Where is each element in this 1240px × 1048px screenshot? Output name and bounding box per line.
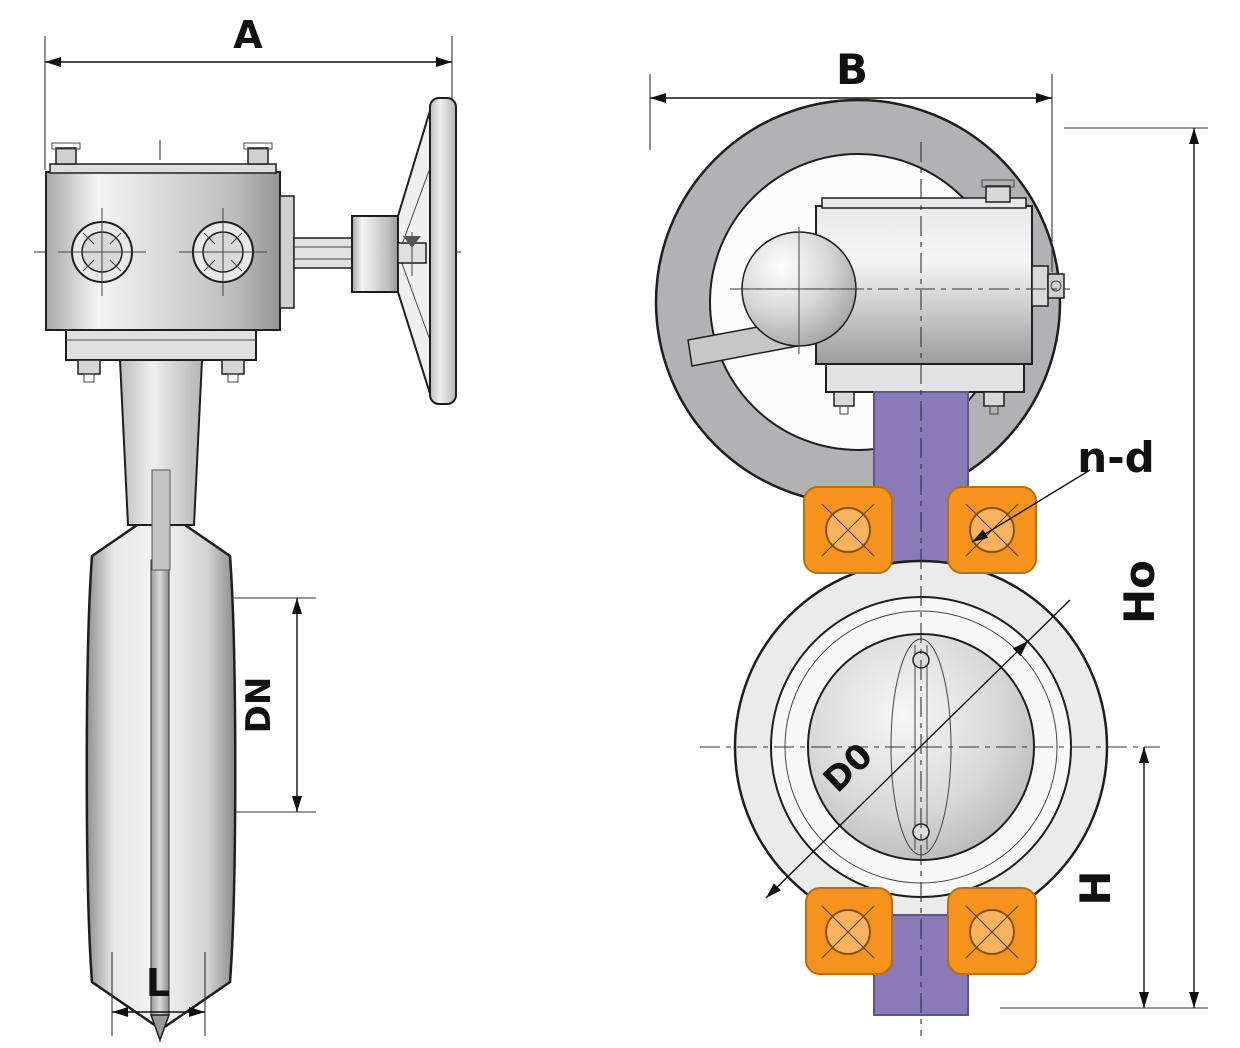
d0-arrowhead [1012,641,1028,657]
flange-nut-right [227,373,239,383]
gearbox-side-plate [279,195,295,309]
gearbox-top-bolt-right [247,147,269,165]
disc-edge-side [150,559,170,1016]
lug-hole-bottom-left [821,905,875,959]
dim-a-label: A [233,13,263,57]
dimension-b: B [649,45,1053,272]
flange-bolt-right [221,359,245,375]
gearbox-front-rim [821,197,1027,209]
stem-side [151,469,171,571]
gearbox-top-rim [49,163,277,174]
gearbox-top-bolt-left [55,147,77,165]
flange-nut-left [83,373,95,383]
dimension-ho: Ho [1000,127,1208,1009]
disc-tip-bottom [149,1014,171,1043]
gearbox-port-left [58,208,146,296]
gearbox-side-nut [1047,273,1065,299]
nd-label: n-d [1077,433,1154,482]
dim-h-label: H [1071,870,1120,905]
annotation-nd: n-d [971,433,1155,543]
gearbox-top-cap-left [51,142,81,150]
handwheel-rim-side [429,97,457,405]
flange-front-bolt-right [983,391,1005,407]
gearbox-front-top-bolt [985,185,1011,203]
dimension-a: A [44,13,453,170]
dimension-dn: DN [234,597,316,813]
dimension-h: H [1071,747,1149,1008]
input-shaft [293,237,353,269]
flange-front-nut-right [989,405,999,415]
gearbox-flange-front [825,363,1025,393]
gearbox-top-cap-right [243,142,273,150]
gearbox-side-bolt-head [1050,280,1062,292]
gearbox-front-top-cap [981,179,1015,188]
spindle-flag [403,236,421,248]
dim-b-label: B [836,45,868,94]
front-view: D0 n-d B Ho H [649,45,1208,1036]
dim-ho-label: Ho [1115,560,1164,624]
handwheel-hub-side [351,215,399,293]
flange-front-nut-left [839,405,849,415]
flange-bolt-left [77,359,101,375]
spoke-line [399,257,431,341]
gearbox-side-bolt [1031,265,1049,307]
lug-hole-top-left [821,503,875,557]
dimension-l: L [111,952,206,1036]
side-view: A DN L [34,13,466,1043]
flange-front-bolt-left [833,391,855,407]
dim-l-label: L [146,961,170,1005]
dim-dn-label: DN [239,677,279,734]
lug-hole-bottom-right [965,905,1019,959]
gearbox-port-right [179,208,267,296]
gearbox-flange-side [65,329,257,361]
